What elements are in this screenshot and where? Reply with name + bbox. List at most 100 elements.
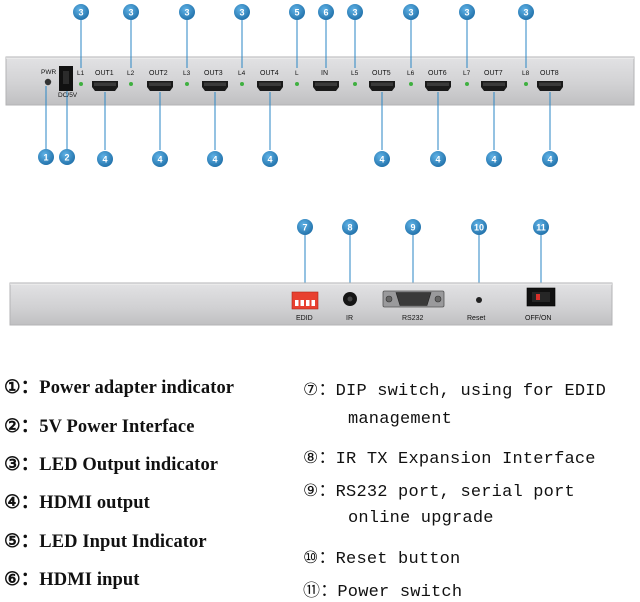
dip-switch (291, 291, 319, 310)
marker-10-reset: 10 (471, 219, 487, 235)
marker-4-out4: 4 (262, 151, 278, 167)
hdmi-input-port (313, 81, 339, 91)
dc-label: DC/5V (58, 92, 78, 99)
svg-text:3: 3 (408, 8, 413, 18)
reset-label: Reset (467, 315, 485, 322)
l4-label: L4 (238, 70, 246, 77)
legend-item-9: ⑨：RS232 port, serial port (303, 483, 575, 502)
led-output-7 (465, 82, 469, 86)
marker-3-l7: 3 (459, 4, 475, 20)
led-output-4 (240, 82, 244, 86)
legend-item-1: ①：Power adapter indicator (4, 378, 235, 398)
marker-2-dc-jack: 2 (59, 149, 75, 165)
marker-7-dip-switch: 7 (297, 219, 313, 235)
front-bottom-markers: 1 2 4 4 4 4 4 4 4 4 (38, 149, 558, 167)
rs232-port (382, 290, 445, 308)
legend-item-9-cont: online upgrade (348, 509, 494, 528)
power-switch (526, 287, 556, 307)
svg-text:3: 3 (464, 8, 469, 18)
marker-3-l8: 3 (518, 4, 534, 20)
out1-label: OUT1 (95, 70, 114, 77)
out7-label: OUT7 (484, 70, 503, 77)
back-markers: 7 8 9 10 11 (297, 219, 549, 235)
front-top-leaders (80, 20, 527, 68)
svg-text:4: 4 (435, 155, 440, 165)
l6-label: L6 (407, 70, 415, 77)
in-label: IN (321, 70, 328, 77)
marker-3-l3: 3 (179, 4, 195, 20)
legend-item-10: ⑩：Reset button (303, 550, 461, 569)
svg-text:4: 4 (379, 155, 384, 165)
hdmi-output-port-4 (257, 81, 283, 91)
legend-item-7: ⑦：DIP switch, using for EDID (303, 382, 607, 401)
out2-label: OUT2 (149, 70, 168, 77)
legend-item-7-cont: management (348, 410, 453, 429)
hdmi-output-port-5 (369, 81, 395, 91)
led-output-8 (524, 82, 528, 86)
marker-4-out7: 4 (486, 151, 502, 167)
ir-label: IR (346, 315, 353, 322)
marker-5-input-led: 5 (289, 4, 305, 20)
svg-text:5: 5 (294, 8, 299, 18)
svg-text:6: 6 (323, 8, 328, 18)
svg-text:7: 7 (302, 223, 307, 233)
led-output-3 (185, 82, 189, 86)
marker-4-out5: 4 (374, 151, 390, 167)
svg-text:3: 3 (523, 8, 528, 18)
l2-label: L2 (127, 70, 135, 77)
svg-text:3: 3 (184, 8, 189, 18)
out5-label: OUT5 (372, 70, 391, 77)
svg-text:4: 4 (267, 155, 272, 165)
legend-item-8: ⑧：IR TX Expansion Interface (303, 450, 596, 469)
svg-text:11: 11 (536, 223, 546, 233)
svg-text:3: 3 (78, 8, 83, 18)
power-label: OFF/ON (525, 315, 551, 322)
led-output-1 (79, 82, 83, 86)
l8-label: L8 (522, 70, 530, 77)
marker-4-out1: 4 (97, 151, 113, 167)
marker-9-rs232: 9 (405, 219, 421, 235)
led-output-6 (409, 82, 413, 86)
hdmi-output-port-6 (425, 81, 451, 91)
l3-label: L3 (183, 70, 191, 77)
marker-6-hdmi-input: 6 (318, 4, 334, 20)
pwr-label: PWR (41, 69, 56, 76)
led-output-2 (129, 82, 133, 86)
hdmi-output-port-3 (202, 81, 228, 91)
hdmi-output-port-8 (537, 81, 563, 91)
svg-text:4: 4 (491, 155, 496, 165)
marker-4-out2: 4 (152, 151, 168, 167)
ir-port (343, 292, 357, 306)
l1-label: L1 (77, 70, 85, 77)
marker-4-out3: 4 (207, 151, 223, 167)
svg-text:4: 4 (157, 155, 162, 165)
svg-text:4: 4 (547, 155, 552, 165)
svg-text:9: 9 (410, 223, 415, 233)
marker-8-ir: 8 (342, 219, 358, 235)
legend-item-2: ②：5V Power Interface (4, 417, 195, 437)
marker-3-l2: 3 (123, 4, 139, 20)
marker-3-l6: 3 (403, 4, 419, 20)
rs232-label: RS232 (402, 315, 424, 322)
back-panel: EDID IR RS232 Reset OFF/ON (9, 282, 613, 326)
legend-item-5: ⑤：LED Input Indicator (4, 532, 207, 552)
legend-item-11: ⑪：Power switch (303, 583, 463, 602)
led-input (295, 82, 299, 86)
led-output-5 (353, 82, 357, 86)
hdmi-output-port-1 (92, 81, 118, 91)
marker-4-out6: 4 (430, 151, 446, 167)
svg-text:3: 3 (128, 8, 133, 18)
legend-item-6: ⑥：HDMI input (4, 570, 140, 590)
svg-text:4: 4 (212, 155, 217, 165)
edid-label: EDID (296, 315, 313, 322)
front-bottom-leaders (45, 86, 551, 150)
reset-button (476, 297, 482, 303)
svg-text:8: 8 (347, 223, 352, 233)
marker-4-out8: 4 (542, 151, 558, 167)
legend-item-4: ④：HDMI output (4, 493, 150, 513)
out4-label: OUT4 (260, 70, 279, 77)
hdmi-output-port-7 (481, 81, 507, 91)
marker-3-l1: 3 (73, 4, 89, 20)
svg-text:1: 1 (43, 153, 48, 163)
l7-label: L7 (463, 70, 471, 77)
